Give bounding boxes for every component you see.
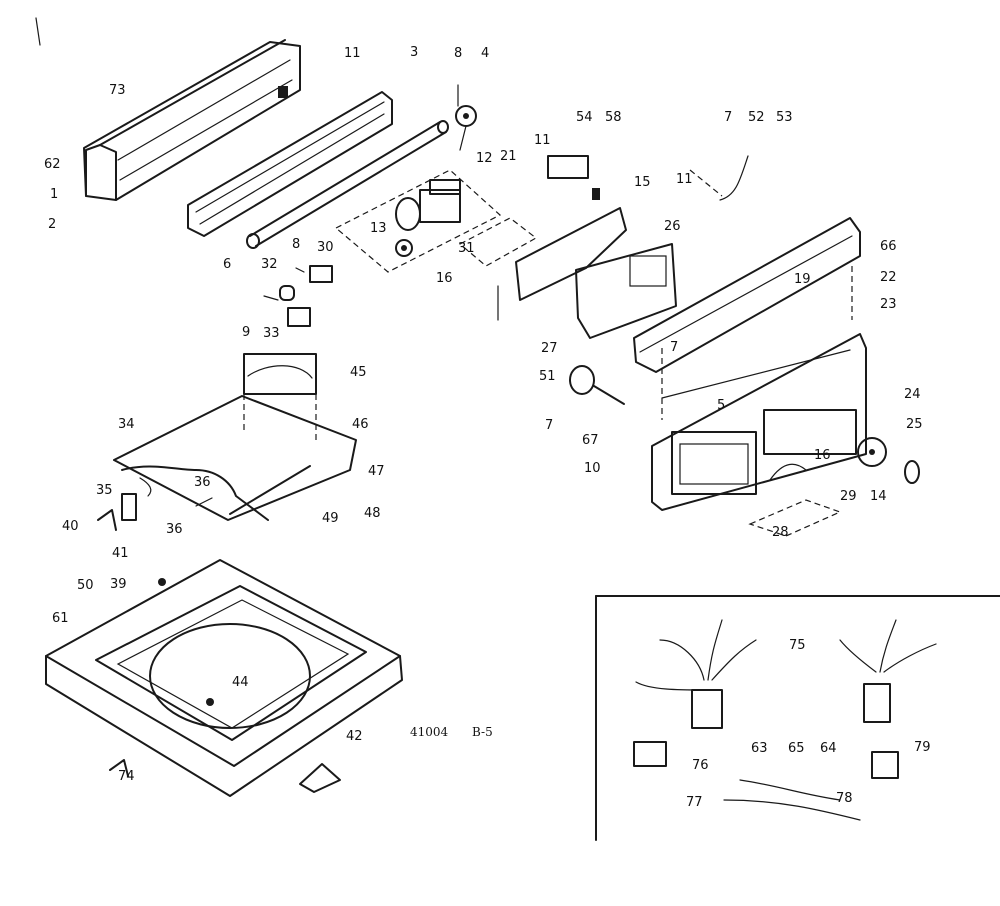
callout-22: 22 (880, 270, 897, 285)
callout-15: 15 (634, 175, 651, 190)
callout-28: 28 (772, 525, 789, 540)
callout-63: 63 (751, 741, 768, 756)
callout-51: 51 (539, 369, 556, 384)
callout-labels: 11 73 3 8 4 62 1 2 6 12 21 11 54 58 7 52… (44, 45, 931, 810)
switch-parts-cluster (263, 265, 333, 327)
callout-7: 7 (670, 340, 678, 355)
figure-caption: B-5 (472, 725, 493, 739)
figure-code: 41004 (410, 725, 449, 739)
callout-11: 11 (676, 172, 693, 187)
callout-54: 54 (576, 110, 593, 125)
callout-62: 62 (44, 157, 61, 172)
callout-7: 7 (724, 110, 732, 125)
callout-27: 27 (541, 341, 558, 356)
callout-16: 16 (814, 448, 831, 463)
motor-bracket (455, 84, 477, 151)
rod-part (246, 120, 449, 249)
callout-78: 78 (836, 791, 853, 806)
callout-50: 50 (77, 578, 94, 593)
callout-44: 44 (232, 675, 249, 690)
console-back-panel (83, 39, 301, 201)
callout-11: 11 (534, 133, 551, 148)
wiring-harness-inset (595, 595, 1000, 841)
callout-77: 77 (686, 795, 703, 810)
callout-65: 65 (788, 741, 805, 756)
callout-36: 36 (166, 522, 183, 537)
callout-14: 14 (870, 489, 887, 504)
callout-79: 79 (914, 740, 931, 755)
callout-36: 36 (194, 475, 211, 490)
callout-46: 46 (352, 417, 369, 432)
washer-top-cabinet (45, 559, 403, 797)
callout-49: 49 (322, 511, 339, 526)
callout-24: 24 (904, 387, 921, 402)
callout-52: 52 (748, 110, 765, 125)
margin-mark (35, 17, 41, 46)
callout-30: 30 (317, 240, 334, 255)
callout-5: 5 (717, 398, 725, 413)
callout-11: 11 (344, 46, 361, 61)
callout-66: 66 (880, 239, 897, 254)
control-knob-group (857, 437, 920, 484)
callout-53: 53 (776, 110, 793, 125)
callout-40: 40 (62, 519, 79, 534)
top-panel-plate (113, 353, 357, 521)
callout-67: 67 (582, 433, 599, 448)
callout-6: 6 (223, 257, 231, 272)
callout-9: 9 (242, 325, 250, 340)
callout-2: 2 (48, 217, 56, 232)
selector-switch (569, 365, 625, 405)
callout-64: 64 (820, 741, 837, 756)
callout-16: 16 (436, 271, 453, 286)
callout-26: 26 (664, 219, 681, 234)
console-front-panel (633, 217, 867, 511)
lid-hinge-parts (97, 477, 213, 531)
wire-clip-assembly (689, 155, 749, 201)
callout-58: 58 (605, 110, 622, 125)
leveling-parts (109, 759, 341, 793)
callout-42: 42 (346, 729, 363, 744)
callout-21: 21 (500, 149, 517, 164)
callout-31: 31 (458, 241, 475, 256)
callout-7: 7 (545, 418, 553, 433)
callout-35: 35 (96, 483, 113, 498)
callout-47: 47 (368, 464, 385, 479)
timer-motor-assembly (334, 169, 502, 273)
callout-45: 45 (350, 365, 367, 380)
callout-4: 4 (481, 46, 489, 61)
callout-33: 33 (263, 326, 280, 341)
callout-34: 34 (118, 417, 135, 432)
callout-29: 29 (840, 489, 857, 504)
callout-23: 23 (880, 297, 897, 312)
callout-74: 74 (118, 769, 135, 784)
callout-61: 61 (52, 611, 69, 626)
callout-75: 75 (789, 638, 806, 653)
wire-lead-parts (748, 463, 842, 537)
callout-25: 25 (906, 417, 923, 432)
control-bracket (458, 155, 677, 339)
callout-39: 39 (110, 577, 127, 592)
callout-32: 32 (261, 257, 278, 272)
callout-73: 73 (109, 83, 126, 98)
callout-41: 41 (112, 546, 129, 561)
callout-19: 19 (794, 272, 811, 287)
callout-3: 3 (410, 45, 418, 60)
callout-8: 8 (454, 46, 462, 61)
trim-channel (187, 91, 393, 237)
callout-8: 8 (292, 237, 300, 252)
callout-48: 48 (364, 506, 381, 521)
callout-1: 1 (50, 187, 58, 202)
callout-76: 76 (692, 758, 709, 773)
callout-12: 12 (476, 151, 493, 166)
callout-13: 13 (370, 221, 387, 236)
callout-10: 10 (584, 461, 601, 476)
